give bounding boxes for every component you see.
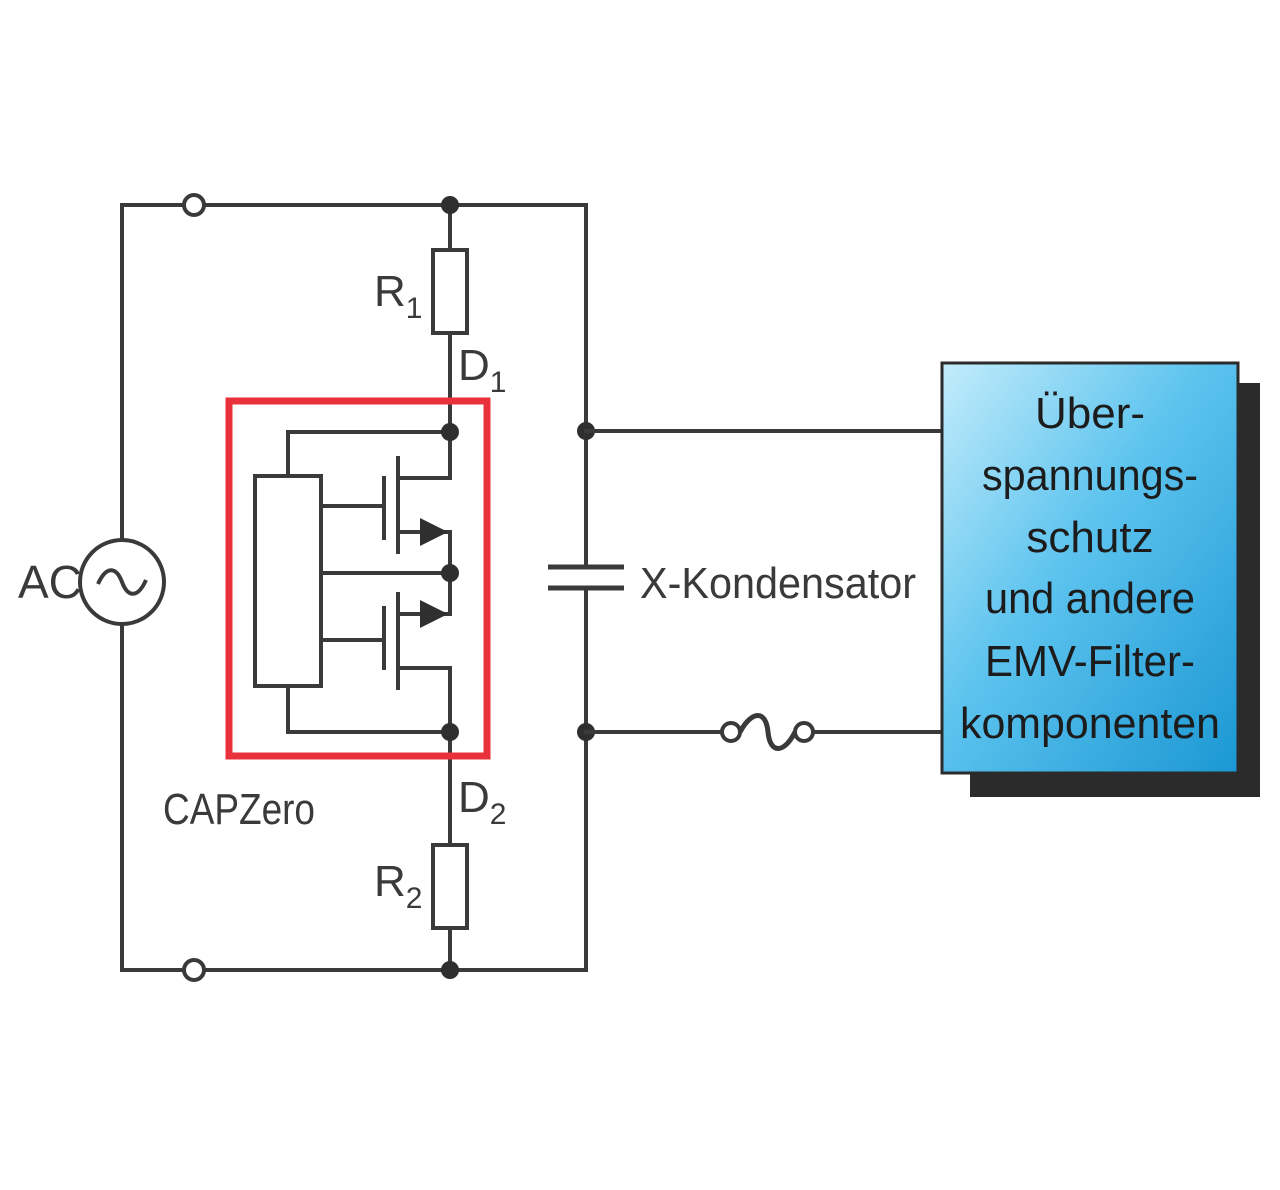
r1-main: R	[374, 267, 406, 316]
terminal-top	[182, 193, 206, 217]
d1-label: D1	[458, 341, 506, 399]
capzero-block	[225, 397, 491, 760]
controller-ic	[253, 474, 323, 688]
r1-sub: 1	[406, 292, 423, 325]
filter-box-line-1: Über-	[1035, 389, 1145, 438]
r2-main: R	[374, 857, 406, 906]
ac-label: AC	[18, 556, 82, 608]
filter-box-line-5: EMV-Filter-	[985, 637, 1195, 686]
node-bottom	[441, 961, 459, 979]
d1-main: D	[458, 341, 490, 390]
filter-box-body	[940, 361, 1240, 775]
terminal-bottom	[182, 958, 206, 982]
r2-sub: 2	[406, 882, 423, 915]
r1-label: R1	[374, 267, 422, 325]
x-capacitor-label: X-Kondensator	[640, 559, 916, 608]
capzero-label: CAPZero	[163, 785, 315, 834]
filter-box-line-6: komponenten	[960, 699, 1220, 748]
d2-sub: 2	[490, 798, 507, 831]
node-top	[441, 196, 459, 214]
filter-box-line-4: und andere	[985, 574, 1195, 623]
filter-box: Über- spannungs- schutz und andere EMV-F…	[940, 361, 1260, 797]
resistor-r2	[431, 843, 469, 930]
d2-main: D	[458, 773, 490, 822]
filter-box-line-2: spannungs-	[982, 451, 1198, 500]
fuse-icon	[720, 713, 815, 751]
mosfet-upper-icon	[382, 430, 452, 575]
outer-wiring	[120, 203, 588, 972]
filter-box-line-3: schutz	[1026, 513, 1153, 562]
x-capacitor-icon	[548, 564, 624, 591]
r2-label: R2	[374, 857, 422, 915]
resistor-r1	[431, 248, 469, 335]
mosfet-lower-icon	[382, 571, 452, 734]
capzero-frame	[225, 397, 491, 760]
ac-source-icon	[78, 538, 166, 626]
d2-label: D2	[458, 773, 506, 831]
d1-sub: 1	[490, 366, 507, 399]
